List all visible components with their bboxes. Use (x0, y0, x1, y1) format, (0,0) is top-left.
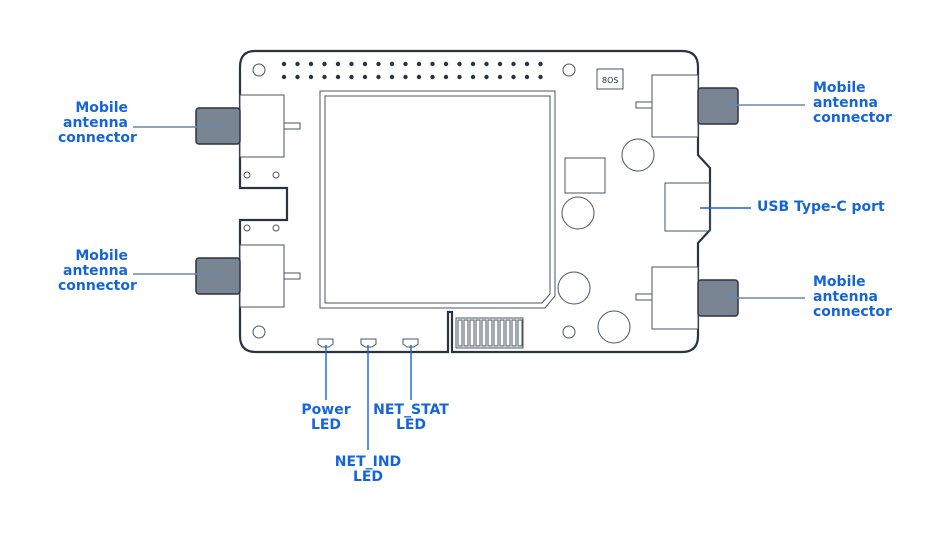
via (243, 224, 251, 232)
antenna-trace (481, 319, 487, 347)
header-pin (416, 61, 422, 67)
net-stat-led (402, 338, 419, 348)
antenna-trace (469, 319, 475, 347)
label-usb-c: USB Type-C port (757, 199, 885, 215)
header-pin (538, 74, 543, 80)
antenna-trace (493, 319, 499, 347)
mounting-hole (252, 325, 266, 339)
header-pin (457, 74, 462, 80)
header-pin (362, 61, 368, 67)
via (272, 171, 280, 179)
via (272, 224, 280, 232)
header-pin (295, 74, 300, 80)
antenna-trace (475, 319, 481, 347)
header-pin (349, 61, 354, 67)
antenna-trace (511, 319, 517, 347)
header-pin (376, 61, 381, 67)
pcb-outline (238, 49, 712, 354)
header-pin (497, 61, 503, 67)
header-pin (389, 61, 395, 67)
mounting-hole (562, 325, 576, 339)
so8-chip (596, 68, 624, 90)
header-pin (538, 61, 543, 67)
gpio-header-pins (281, 61, 543, 80)
sma-connector-right-top (635, 74, 739, 138)
antenna-trace (463, 319, 469, 347)
power-led (317, 338, 334, 348)
module-shield-inner (324, 95, 551, 304)
header-pin (389, 74, 395, 80)
header-pin (524, 61, 530, 67)
antenna-trace (499, 319, 505, 347)
module-shield-outer (319, 90, 556, 309)
header-pin (430, 61, 435, 67)
chip-marking: 8OS (602, 76, 618, 85)
net-ind-led (360, 338, 377, 348)
header-pin (443, 74, 449, 80)
capacitor (557, 271, 591, 305)
inductor (564, 157, 606, 194)
via (243, 171, 251, 179)
header-pin (403, 61, 408, 67)
capacitor (621, 138, 655, 172)
header-pin (511, 74, 516, 80)
header-pin (281, 74, 287, 80)
antenna-traces (457, 319, 523, 347)
header-pin (457, 61, 462, 67)
sma-connector-left-bottom (195, 244, 301, 308)
sma-connector-right-bottom (635, 266, 739, 330)
antenna-trace (517, 319, 523, 347)
capacitor (597, 310, 631, 344)
sma-connector-left-top (195, 94, 301, 158)
header-pin (484, 74, 489, 80)
header-pin (497, 74, 503, 80)
antenna-trace (505, 319, 511, 347)
header-pin (470, 74, 476, 80)
antenna-trace (487, 319, 493, 347)
antenna-trace (457, 319, 463, 347)
header-pin (443, 61, 449, 67)
antenna-trace-area (455, 317, 524, 349)
header-pin (308, 61, 314, 67)
header-pin (308, 74, 314, 80)
header-pin (362, 74, 368, 80)
mounting-hole (252, 63, 266, 77)
usb-c-port (664, 182, 711, 232)
header-pin (322, 61, 327, 67)
header-pin (403, 74, 408, 80)
header-pin (335, 74, 341, 80)
header-pin (335, 61, 341, 67)
capacitor (561, 196, 595, 230)
header-pin (484, 61, 489, 67)
header-pin (430, 74, 435, 80)
header-pin (322, 74, 327, 80)
header-pin (511, 61, 516, 67)
header-pin (281, 61, 287, 67)
header-pin (524, 74, 530, 80)
header-pin (376, 74, 381, 80)
header-pin (349, 74, 354, 80)
header-pin (295, 61, 300, 67)
header-pin (416, 74, 422, 80)
header-pin (470, 61, 476, 67)
mounting-hole (562, 63, 576, 77)
